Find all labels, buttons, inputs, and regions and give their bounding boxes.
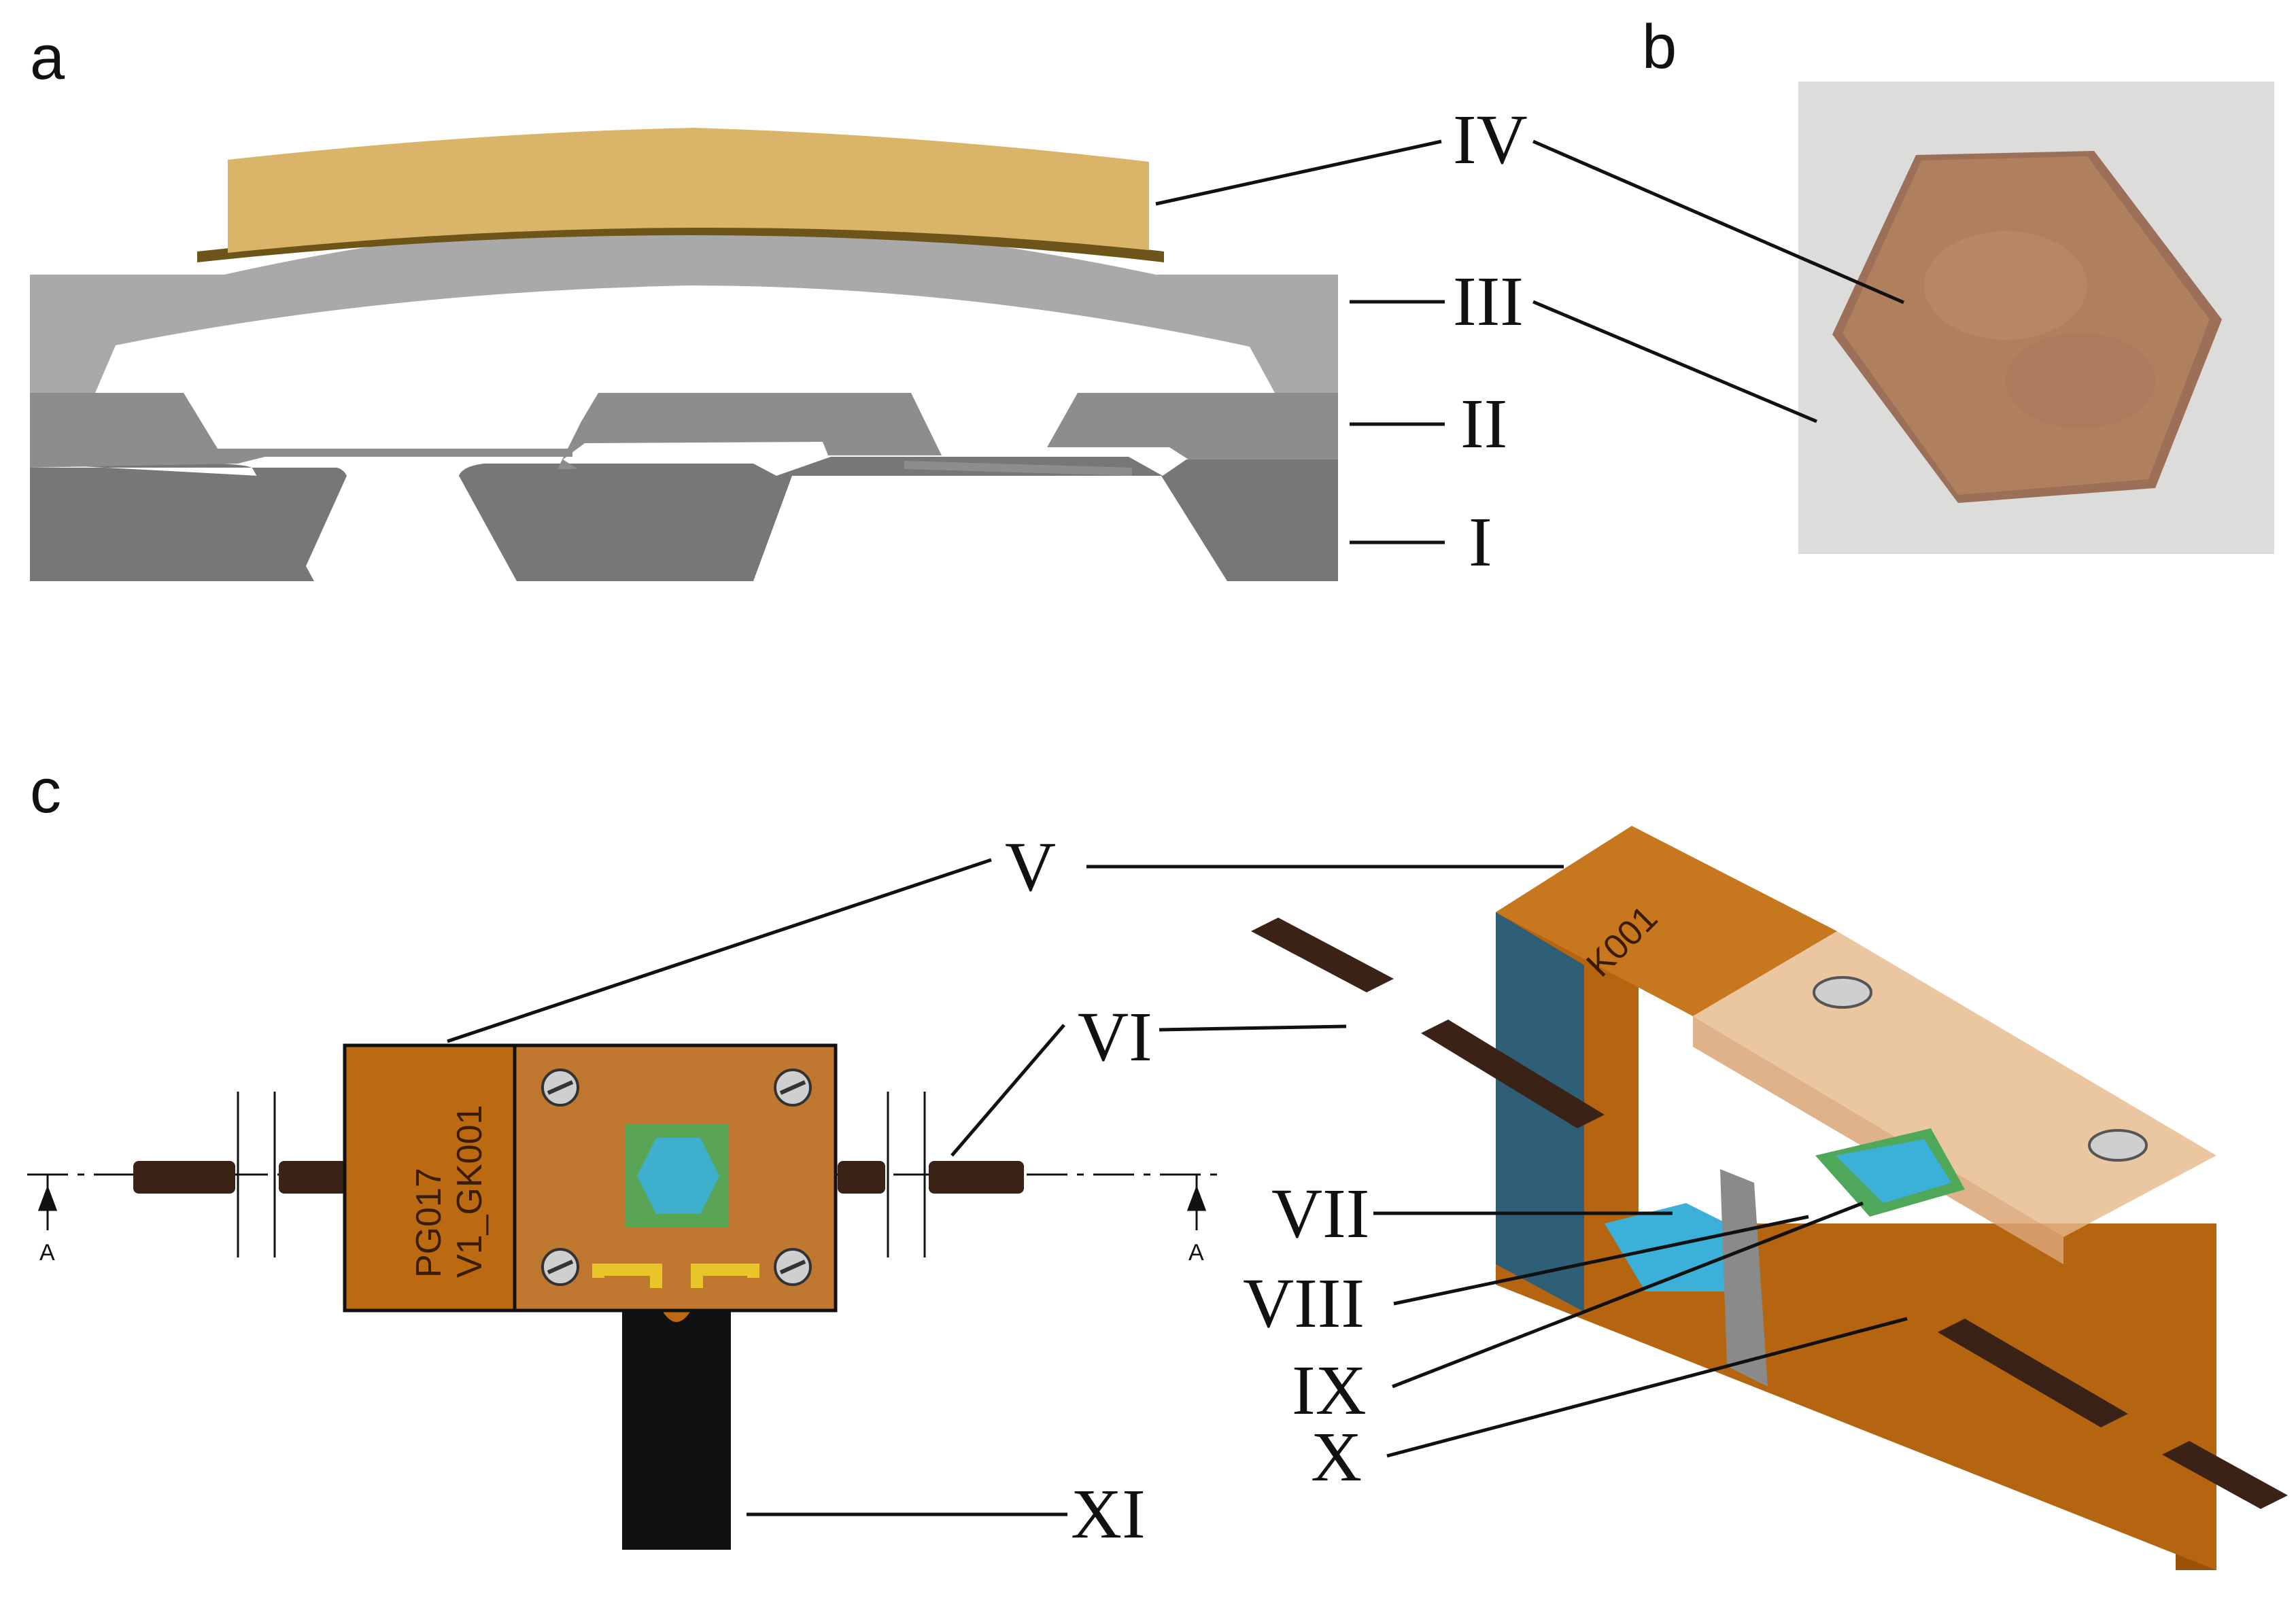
label-v: V: [1005, 828, 1056, 906]
leaders-panel-a: [1155, 139, 1445, 544]
label-iv: IV: [1453, 101, 1528, 179]
label-xi: XI: [1071, 1475, 1146, 1553]
screw-icon: [1813, 976, 1872, 1009]
screw-icon: [774, 1248, 812, 1286]
section-marker-right: A: [1188, 1240, 1204, 1266]
screw-icon: [541, 1069, 579, 1107]
tube-segment: [929, 1161, 1024, 1194]
chamber-vii: [1605, 1203, 1754, 1291]
leaders-panel-c: [447, 858, 1908, 1516]
panel-c-letter: c: [30, 757, 61, 826]
engraving: PG017 V1_GK001: [409, 1105, 490, 1278]
label-vi: VI: [1078, 998, 1152, 1076]
section-face: [1496, 912, 2216, 1570]
layer-iii: [30, 218, 1338, 393]
leaders-panel-b: [1532, 139, 1904, 423]
label-i: I: [1469, 503, 1492, 581]
layer-ii-plate-left: [212, 449, 572, 457]
transparent-lid: [1693, 931, 2216, 1237]
label-viii: VIII: [1243, 1264, 1365, 1342]
tube-segment: [133, 1161, 235, 1194]
section-marker-left: A: [39, 1240, 55, 1266]
tubes-front: [133, 1161, 1024, 1194]
screw-icon: [541, 1248, 579, 1286]
layer-iv-film: [228, 128, 1149, 253]
crystal-photo: [1798, 82, 2274, 554]
tubes-3d: [1251, 918, 2288, 1509]
connector-tab: [622, 1305, 731, 1550]
top-face: [1496, 826, 1837, 1016]
layer-ii: [30, 393, 1338, 469]
layer-i: [30, 457, 1338, 581]
housing-section-3d: [1251, 826, 2288, 1570]
label-vii: VII: [1271, 1175, 1369, 1253]
panel-a-letter: a: [30, 23, 65, 92]
section-line: [27, 1173, 1217, 1230]
hex-window: [637, 1138, 719, 1214]
cross-section: [30, 128, 1338, 581]
connector-xi: [622, 1305, 731, 1550]
panel-b-letter: b: [1642, 12, 1677, 82]
label-ix: IX: [1292, 1351, 1367, 1429]
engraving-line-2: V1_GK001: [450, 1105, 490, 1278]
label-x: X: [1311, 1418, 1362, 1496]
break-lines: [237, 1092, 926, 1257]
layer-ii-plate-right: [904, 461, 1132, 476]
screw-icon: [774, 1069, 812, 1107]
crystal-blue: [1836, 1139, 1951, 1203]
label-iii: III: [1453, 262, 1524, 341]
housing-front: [343, 1043, 838, 1313]
engraving-line-1: PG017: [409, 1168, 449, 1278]
tube-segment: [838, 1161, 885, 1194]
screw-icon: [2088, 1129, 2148, 1162]
label-ii: II: [1460, 385, 1507, 463]
electrode-traces: [592, 1264, 759, 1288]
tube-segment: [279, 1161, 347, 1194]
